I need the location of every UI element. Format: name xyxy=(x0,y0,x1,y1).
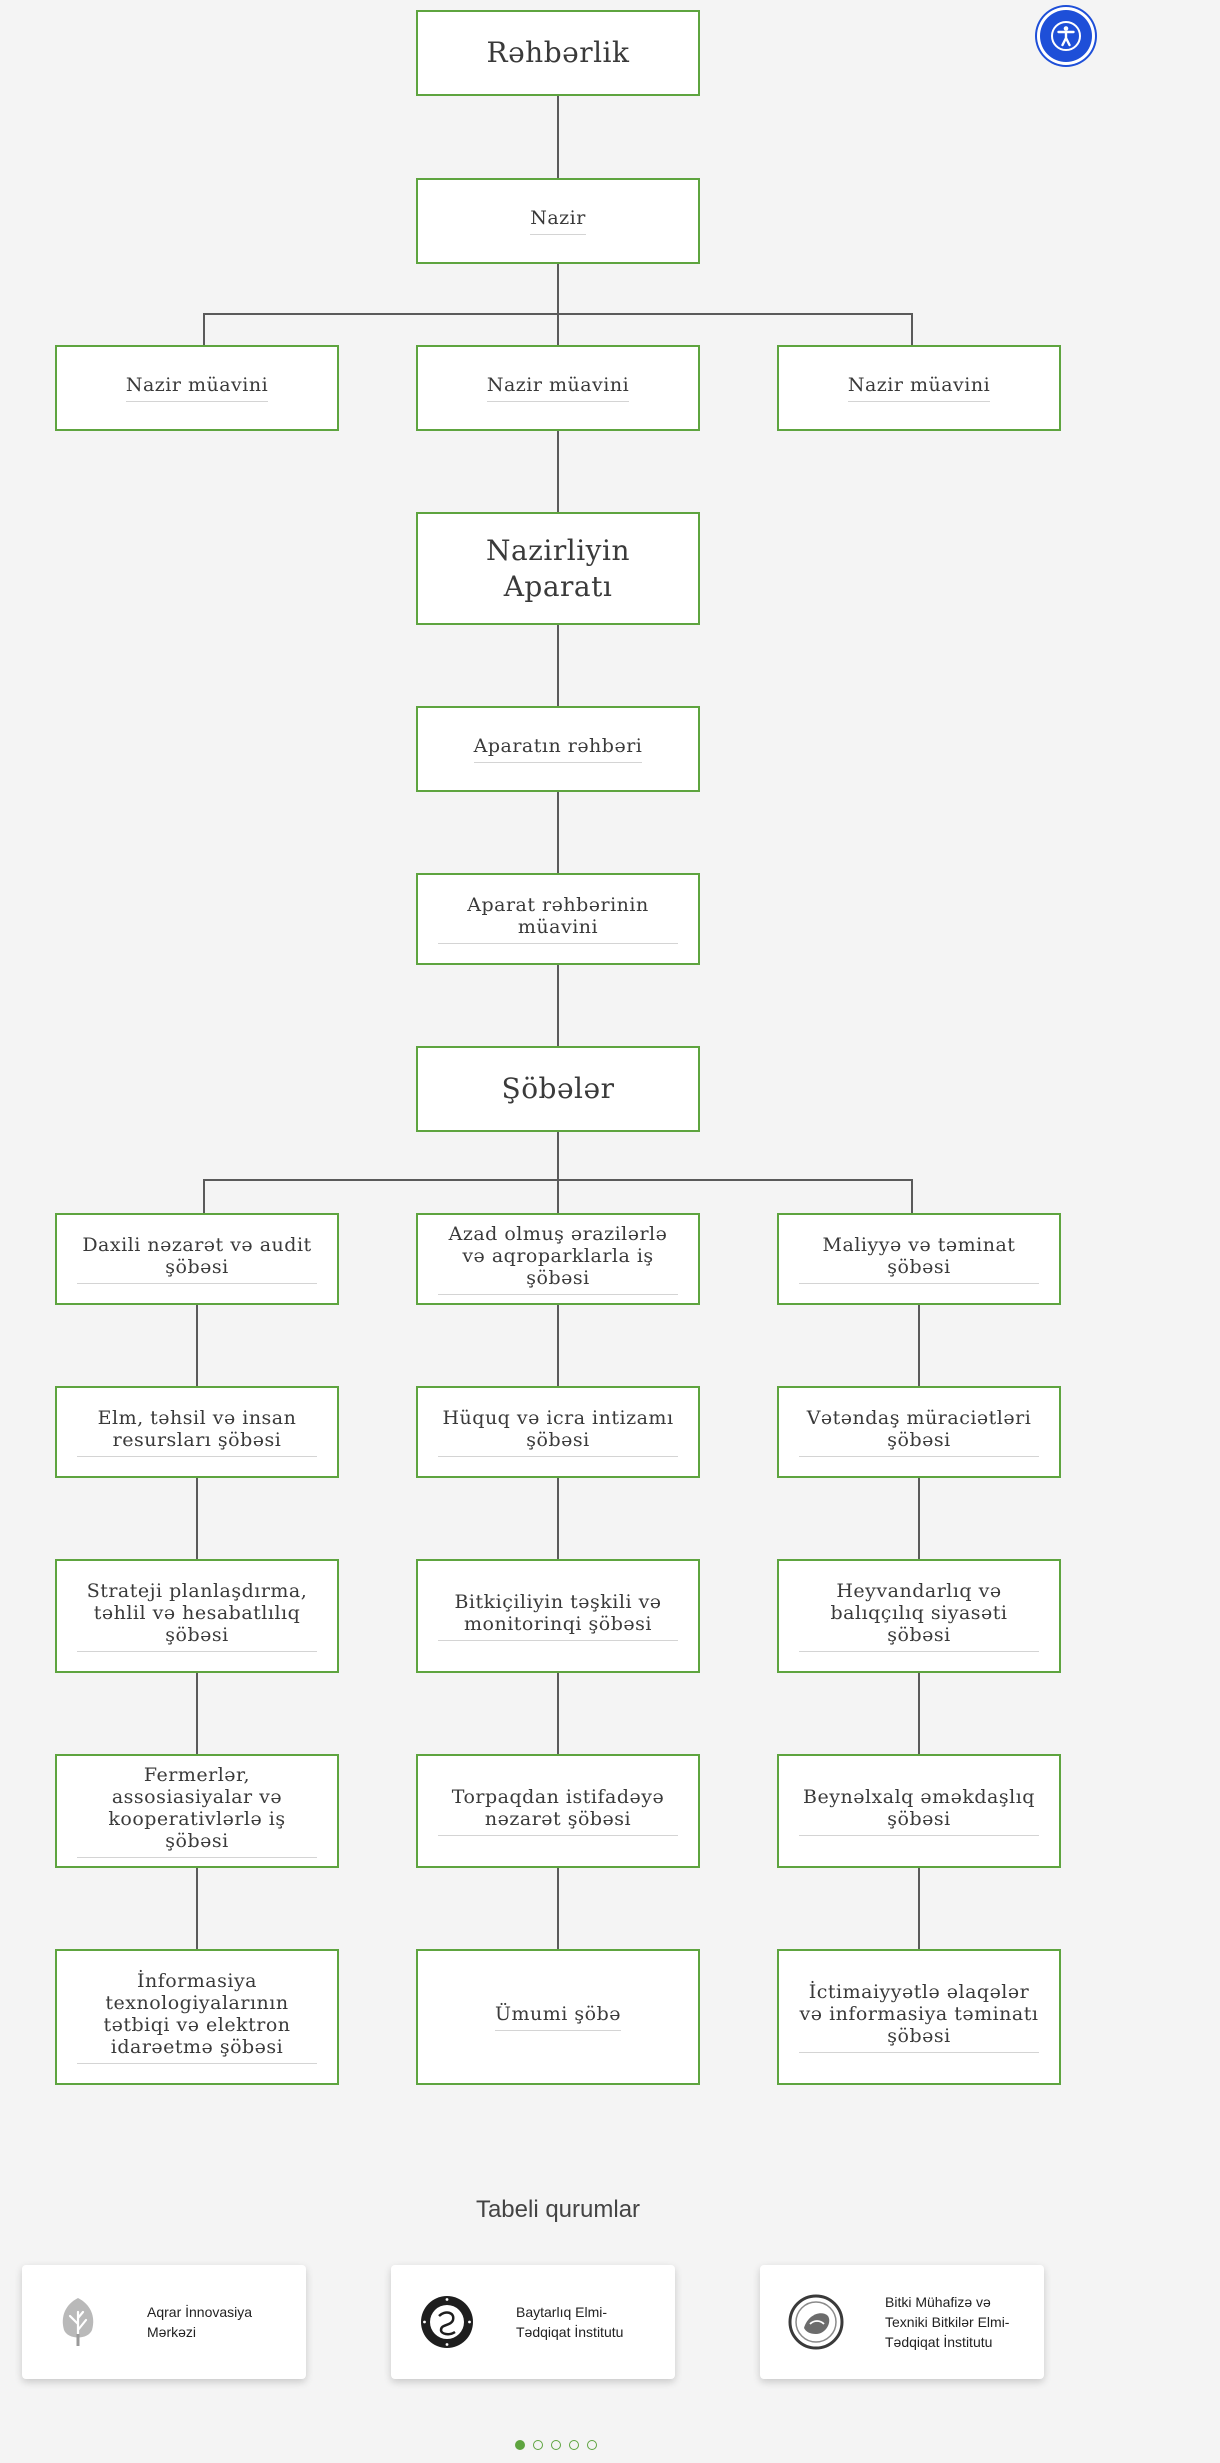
institution-name: Bitki Mühafizə və Texniki Bitkilər Elmi-… xyxy=(885,2294,1010,2350)
institution-card[interactable]: Baytarlıq Elmi-Tədqiqat İnstitutu xyxy=(391,2265,675,2379)
connector xyxy=(557,624,559,706)
department-box[interactable]: Fermerlər, assosiasiyalar və kooperativl… xyxy=(55,1754,339,1868)
connector xyxy=(918,1673,920,1755)
department-box[interactable]: İnformasiya texnologiyalarının tətbiqi v… xyxy=(55,1949,339,2085)
org-box-minister[interactable]: Nazir xyxy=(416,178,700,264)
plant-protection-seal-icon xyxy=(788,2294,844,2350)
org-box-apparatus-head[interactable]: Aparatın rəhbəri xyxy=(416,706,700,792)
department-label: Fermerlər, assosiasiyalar və kooperativl… xyxy=(77,1764,317,1858)
connector xyxy=(911,1179,913,1214)
accessibility-button[interactable] xyxy=(1040,10,1092,62)
connector xyxy=(557,262,559,346)
accessibility-icon xyxy=(1051,21,1081,51)
department-label: Strateji planlaşdırma, təhlil və hesabat… xyxy=(77,1580,317,1652)
org-box-label: Nazir müavini xyxy=(125,374,269,402)
org-box-deputy-minister[interactable]: Nazir müavini xyxy=(55,345,339,431)
department-box[interactable]: Azad olmuş ərazilərlə və aqroparklarla i… xyxy=(416,1213,700,1305)
connector xyxy=(918,1478,920,1560)
org-box-apparatus-deputy[interactable]: Aparat rəhbərinin müavini xyxy=(416,873,700,965)
department-label: Hüquq və icra intizamı şöbəsi xyxy=(438,1407,678,1457)
connector xyxy=(196,1305,198,1387)
department-box[interactable]: Torpaqdan istifadəyə nəzarət şöbəsi xyxy=(416,1754,700,1868)
pagination-dot[interactable] xyxy=(515,2440,525,2450)
org-box-deputy-minister[interactable]: Nazir müavini xyxy=(777,345,1061,431)
department-label: Torpaqdan istifadəyə nəzarət şöbəsi xyxy=(438,1786,678,1836)
org-box-label: Aparatın rəhbəri xyxy=(473,735,643,763)
connector xyxy=(557,792,559,874)
pagination-dot[interactable] xyxy=(551,2440,561,2450)
org-box-departments: Şöbələr xyxy=(416,1046,700,1132)
connector xyxy=(557,1478,559,1560)
department-box[interactable]: Daxili nəzarət və audit şöbəsi xyxy=(55,1213,339,1305)
department-box[interactable]: Strateji planlaşdırma, təhlil və hesabat… xyxy=(55,1559,339,1673)
institution-card[interactable]: Aqrar İnnovasiya Mərkəzi xyxy=(22,2265,306,2379)
connector xyxy=(557,1868,559,1950)
department-box[interactable]: Hüquq və icra intizamı şöbəsi xyxy=(416,1386,700,1478)
department-box[interactable]: Heyvandarlıq və balıqçılıq siyasəti şöbə… xyxy=(777,1559,1061,1673)
org-box-deputy-minister[interactable]: Nazir müavini xyxy=(416,345,700,431)
org-box-label: Aparat rəhbərinin müavini xyxy=(438,894,678,944)
connector xyxy=(557,964,559,1046)
institution-card[interactable]: Bitki Mühafizə və Texniki Bitkilər Elmi-… xyxy=(760,2265,1044,2379)
carousel-pagination xyxy=(515,2440,597,2450)
pagination-dot[interactable] xyxy=(533,2440,543,2450)
department-label: Beynəlxalq əməkdaşlıq şöbəsi xyxy=(799,1786,1039,1836)
department-label: Maliyyə və təminat şöbəsi xyxy=(799,1234,1039,1284)
connector xyxy=(196,1673,198,1755)
department-label: İctimaiyyətlə əlaqələr və informasiya tə… xyxy=(799,1981,1039,2053)
department-box[interactable]: Beynəlxalq əməkdaşlıq şöbəsi xyxy=(777,1754,1061,1868)
department-box[interactable]: Vətəndaş müraciətləri şöbəsi xyxy=(777,1386,1061,1478)
department-label: Heyvandarlıq və balıqçılıq siyasəti şöbə… xyxy=(799,1580,1039,1652)
connector xyxy=(557,430,559,512)
department-label: Vətəndaş müraciətləri şöbəsi xyxy=(799,1407,1039,1457)
department-label: Azad olmuş ərazilərlə və aqroparklarla i… xyxy=(438,1223,678,1295)
connector xyxy=(557,1132,559,1214)
org-box-label: Nazir xyxy=(530,207,586,235)
department-label: Elm, təhsil və insan resursları şöbəsi xyxy=(77,1407,317,1457)
connector xyxy=(203,313,913,315)
department-box[interactable]: İctimaiyyətlə əlaqələr və informasiya tə… xyxy=(777,1949,1061,2085)
connector xyxy=(203,313,205,346)
connector xyxy=(557,1305,559,1387)
org-box-leadership: Rəhbərlik xyxy=(416,10,700,96)
department-label: Bitkiçiliyin təşkili və monitorinqi şöbə… xyxy=(438,1591,678,1641)
connector xyxy=(196,1868,198,1950)
org-box-label: Nazir müavini xyxy=(847,374,991,402)
org-box-label: Nazir müavini xyxy=(486,374,630,402)
veterinary-seal-icon xyxy=(421,2296,473,2348)
department-box[interactable]: Maliyyə və təminat şöbəsi xyxy=(777,1213,1061,1305)
connector xyxy=(918,1305,920,1387)
department-box[interactable]: Elm, təhsil və insan resursları şöbəsi xyxy=(55,1386,339,1478)
department-box[interactable]: Bitkiçiliyin təşkili və monitorinqi şöbə… xyxy=(416,1559,700,1673)
connector xyxy=(918,1868,920,1950)
org-box-label: Şöbələr xyxy=(501,1072,615,1105)
org-box-label: Rəhbərlik xyxy=(486,36,630,69)
connector xyxy=(196,1478,198,1560)
pagination-dot[interactable] xyxy=(587,2440,597,2450)
institution-name: Baytarlıq Elmi-Tədqiqat İnstitutu xyxy=(516,2304,624,2340)
org-box-apparatus: Nazirliyin Aparatı xyxy=(416,512,700,625)
org-box-label: Nazirliyin Aparatı xyxy=(485,533,630,603)
connector xyxy=(911,313,913,346)
pagination-dot[interactable] xyxy=(569,2440,579,2450)
department-label: İnformasiya texnologiyalarının tətbiqi v… xyxy=(77,1970,317,2064)
connector xyxy=(557,96,559,178)
institution-name: Aqrar İnnovasiya Mərkəzi xyxy=(147,2304,253,2340)
department-label: Daxili nəzarət və audit şöbəsi xyxy=(77,1234,317,1284)
tree-logo-icon xyxy=(62,2298,94,2346)
section-title: Tabeli qurumlar xyxy=(475,2196,641,2223)
connector xyxy=(203,1179,913,1181)
department-box[interactable]: Ümumi şöbə xyxy=(416,1949,700,2085)
connector xyxy=(203,1179,205,1214)
department-label: Ümumi şöbə xyxy=(495,2003,621,2031)
connector xyxy=(557,1673,559,1755)
